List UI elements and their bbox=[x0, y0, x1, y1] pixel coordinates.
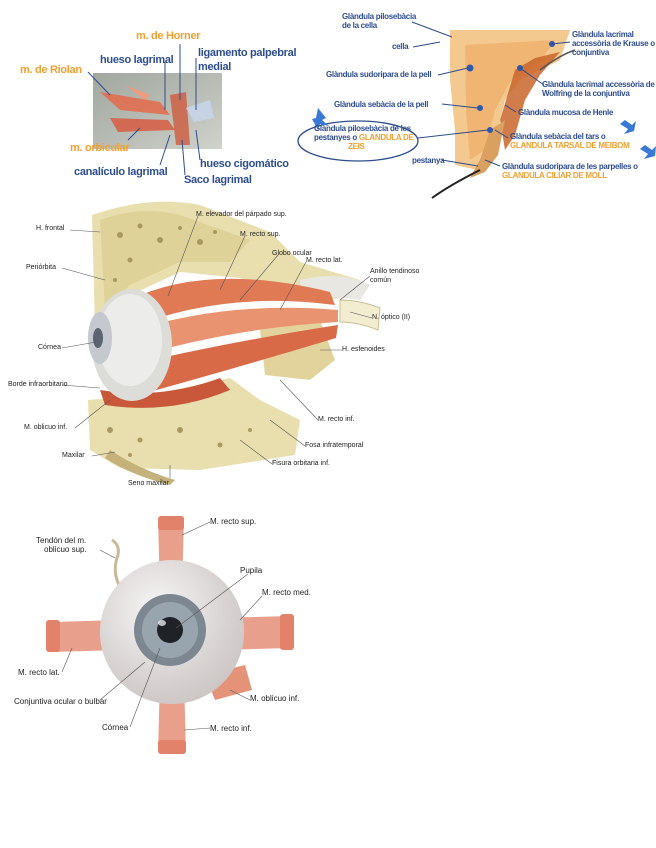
label-sebacia-pell: Glàndula sebàcia de la pell bbox=[334, 100, 429, 109]
label-canaliculo: canalículo lagrimal bbox=[74, 166, 168, 178]
label-moll-2: GLANDULA CILIAR DE MOLL bbox=[502, 171, 607, 180]
label-wolfring-1: Glàndula lacrimal accessòria de bbox=[542, 80, 655, 89]
label-borde-infraorbitario: Borde infraorbitario bbox=[8, 381, 68, 388]
lateral-muscle bbox=[120, 307, 338, 360]
label-zeis-2: pestanyes o bbox=[314, 133, 357, 142]
label-krause-3: conjuntiva bbox=[572, 48, 610, 57]
label-zeis-4: ZEIS bbox=[348, 142, 365, 151]
label-recto-sup-orbit: M. recto sup. bbox=[240, 231, 281, 238]
label-globo-ocular: Globo ocular bbox=[272, 250, 312, 257]
superior-muscle bbox=[120, 278, 335, 330]
label-henle: Glàndula mucosa de Henle bbox=[518, 108, 614, 117]
label-zeis-3: GLANDULA DE bbox=[358, 133, 414, 142]
label-oblicuo-inf-orbit: M. oblicuo inf. bbox=[24, 424, 68, 431]
label-wolfring-2: Wolfring de la conjuntiva bbox=[542, 89, 630, 98]
label-recto-med: M. recto med. bbox=[262, 588, 311, 597]
label-maxilar: Maxilar bbox=[62, 452, 85, 459]
label-recto-lat-eye: M. recto lat. bbox=[18, 668, 60, 677]
label-fosa-infratemporal: Fosa infratemporal bbox=[305, 442, 364, 449]
label-h-esfenoides: H. esfenoides bbox=[342, 346, 385, 353]
label-cigomatico: hueso cigomático bbox=[200, 158, 289, 170]
label-nervio-optico: N. óptico (II) bbox=[372, 314, 411, 321]
label-krause-1: Glàndula lacrimal bbox=[572, 30, 634, 39]
label-pilosebacia-cella-1: Glàndula pilosebàcia bbox=[342, 12, 417, 21]
label-anillo-2: común bbox=[370, 277, 392, 284]
label-elevador: M. elevador del párpado sup. bbox=[196, 211, 287, 218]
label-fisura-orbitaria: Fisura orbitaria inf. bbox=[272, 460, 330, 467]
label-m-horner: m. de Horner bbox=[136, 30, 201, 42]
label-moll-1: Glàndula sudoripara de les parpelles o bbox=[502, 162, 638, 171]
label-meibom-2: GLANDULA TARSAL DE MEIBOM bbox=[510, 141, 630, 150]
label-meibom-1: Glàndula sebàcia del tars o bbox=[510, 132, 606, 141]
label-cornea-orbit: Córnea bbox=[38, 344, 61, 351]
label-pestanya: pestanya bbox=[412, 156, 445, 165]
label-tendon-1: Tendón del m. bbox=[36, 536, 87, 545]
label-periorbita: Periórbita bbox=[26, 264, 56, 271]
label-h-frontal: H. frontal bbox=[36, 225, 65, 232]
label-pupila: Pupila bbox=[240, 566, 263, 575]
label-krause-2: accessòria de Krause o bbox=[572, 39, 655, 48]
label-zeis-1: Glàndula pilosebàcia de les bbox=[314, 124, 411, 133]
label-recto-inf-eye: M. recto inf. bbox=[210, 724, 252, 733]
label-conjuntiva: Conjuntiva ocular o bulbar bbox=[14, 697, 107, 706]
label-recto-lat-orbit: M. recto lat. bbox=[306, 257, 343, 264]
label-saco: Saco lagrimal bbox=[184, 174, 252, 186]
label-recto-sup-eye: M. recto sup. bbox=[210, 517, 257, 526]
label-sudoripara-pell: Glàndula sudoripara de la pell bbox=[326, 70, 432, 79]
label-ligamento: ligamento palpebral bbox=[198, 47, 297, 59]
label-zeis-line-2: pestanyes o GLANDULA DE bbox=[314, 133, 414, 142]
label-cella: cella bbox=[392, 42, 409, 51]
label-hueso-lagrimal: hueso lagrimal bbox=[100, 54, 174, 66]
inferior-muscle bbox=[110, 325, 338, 400]
label-anillo-1: Anillo tendinoso bbox=[370, 268, 420, 275]
label-medial: medial bbox=[198, 61, 232, 73]
label-m-riolan: m. de Riolan bbox=[20, 64, 82, 76]
label-seno-maxilar: Seno maxilar bbox=[128, 480, 169, 487]
label-oblicuo-inf-eye: M. oblicuo inf. bbox=[250, 694, 300, 703]
label-pilosebacia-cella-2: de la cella bbox=[342, 21, 377, 30]
label-cornea-eye: Córnea bbox=[102, 723, 129, 732]
label-m-orbicular: m. orbicular bbox=[70, 142, 130, 154]
label-tendon-2: oblicuo sup. bbox=[44, 545, 87, 554]
label-recto-inf-orbit: M. recto inf. bbox=[318, 416, 355, 423]
